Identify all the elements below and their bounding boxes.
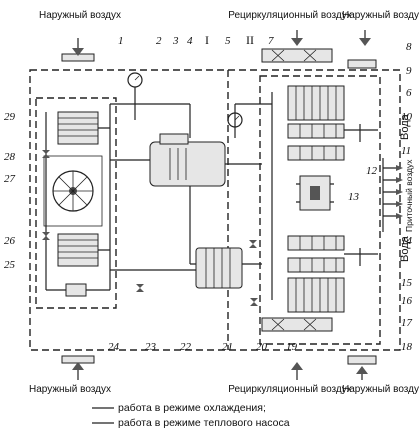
part-num-27: 27 [4, 173, 16, 185]
section-label-two: II [246, 33, 254, 47]
legend-text-heatpump: работа в режиме теплового насоса [118, 417, 290, 429]
part-num-2: 2 [156, 35, 162, 47]
section-label-one: I [205, 33, 209, 47]
part-num-11: 11 [401, 145, 411, 157]
label-water-upper: Вода [399, 113, 411, 140]
part-num-1: 1 [118, 35, 124, 47]
part-num-9: 9 [406, 65, 412, 77]
part-num-12: 12 [366, 165, 378, 177]
arrow-recirc-top [291, 30, 303, 46]
part-num-19: 19 [286, 341, 298, 353]
compressor [149, 133, 226, 187]
part-number-labels: 1 2 3 4 5 6 7 8 9 10 11 12 13 14 15 16 1… [4, 35, 413, 353]
valve-28 [42, 150, 50, 158]
valve-20 [249, 240, 257, 248]
air-coil-6 [287, 85, 345, 121]
part-num-18: 18 [401, 341, 413, 353]
part-num-22: 22 [180, 341, 192, 353]
part-num-6: 6 [406, 87, 412, 99]
pressure-gauge-5 [227, 112, 243, 128]
air-handler-box [259, 75, 381, 345]
air-coil-10 [287, 123, 345, 139]
legend-text-cooling: работа в режиме охлаждения; [118, 402, 266, 414]
label-water-lower: Вода [399, 235, 411, 262]
valve-21 [250, 298, 258, 306]
label-supply-air: Приточный воздух [404, 159, 414, 232]
air-coil-16 [287, 277, 345, 313]
pressure-gauge-1 [127, 72, 143, 104]
part-num-4: 4 [187, 35, 193, 47]
supply-air-arrows [382, 158, 403, 232]
part-num-5: 5 [225, 35, 231, 47]
receiver-22 [195, 247, 243, 289]
part-num-3: 3 [172, 35, 179, 47]
receiver-24 [65, 283, 87, 297]
part-num-13: 13 [348, 191, 360, 203]
air-coil-11 [287, 145, 345, 161]
recirc-damper-top [261, 48, 333, 63]
outdoor-damper-bottom-left [61, 355, 95, 364]
part-num-14: 14 [401, 235, 413, 247]
label-outdoor-air-bottom-left: Наружный воздух [29, 384, 111, 395]
label-outdoor-air-bottom-right: Наружный воздух [342, 384, 419, 395]
air-coil-15 [287, 257, 345, 273]
part-num-26: 26 [4, 235, 16, 247]
outdoor-air-tl: Наружный воздух [39, 10, 121, 21]
part-num-23: 23 [145, 341, 157, 353]
air-coil-13 [287, 235, 345, 251]
part-num-15: 15 [401, 277, 413, 289]
label-outdoor-air-top-left: Наружный воздух [39, 10, 121, 21]
recirc-damper-bottom [261, 317, 333, 332]
part-num-16: 16 [401, 295, 413, 307]
part-num-24: 24 [108, 341, 120, 353]
outdoor-coil-upper [57, 111, 99, 145]
supply-fan-12 [296, 175, 334, 211]
part-num-29: 29 [4, 111, 16, 123]
arrow-recirc-bottom [291, 362, 303, 380]
part-num-17: 17 [401, 317, 413, 329]
arrow-outdoor-bottom-right [356, 366, 368, 380]
outdoor-coil-lower [57, 233, 99, 267]
outdoor-damper-bottom [347, 355, 377, 365]
part-num-28: 28 [4, 151, 16, 163]
valve-26 [42, 232, 50, 240]
arrow-outdoor-top-left [61, 38, 95, 62]
outdoor-coil-box [35, 97, 117, 309]
outdoor-fan [43, 155, 103, 227]
part-num-21: 21 [222, 341, 233, 353]
part-num-8: 8 [406, 41, 412, 53]
outdoor-damper-top [347, 59, 377, 69]
refrigerant-line-top [110, 103, 262, 138]
part-num-10: 10 [401, 111, 413, 123]
label-recirc-air-bottom: Рециркуляционный воздух [228, 384, 352, 395]
arrow-outdoor-bottom-left [72, 362, 84, 380]
arrow-outdoor-top-right [359, 30, 371, 46]
air-handler-piping [262, 92, 378, 300]
legend: работа в режиме охлаждения; работа в реж… [92, 402, 290, 429]
label-recirc-air-top: Рециркуляционный воздух [228, 10, 352, 21]
part-num-20: 20 [256, 341, 268, 353]
label-outdoor-air-top-right: Наружный воздух [342, 10, 419, 21]
part-num-25: 25 [4, 259, 16, 271]
unit-housing [29, 69, 401, 351]
valve-23 [136, 284, 144, 292]
part-num-7: 7 [268, 35, 274, 47]
